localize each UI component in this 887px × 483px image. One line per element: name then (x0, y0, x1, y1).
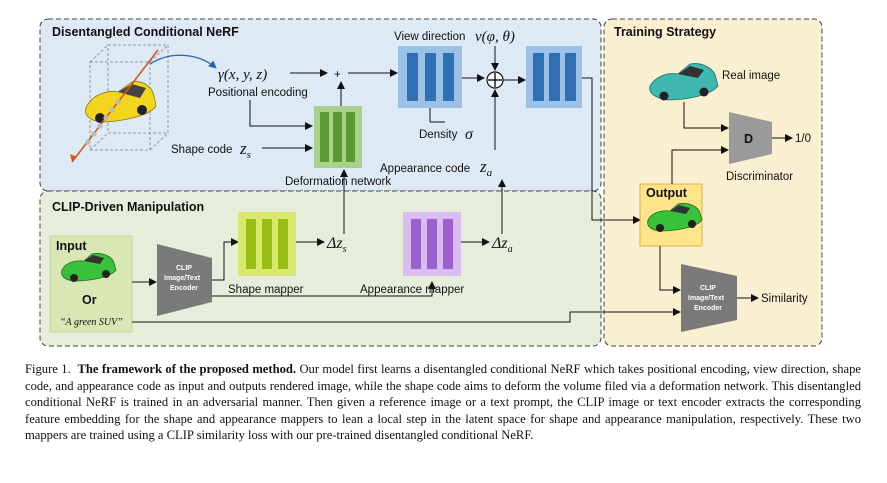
deform-mlp-bar (333, 112, 342, 162)
plus-node: + (334, 69, 341, 81)
car-output-image (647, 203, 703, 232)
density-label: Density (419, 129, 458, 141)
appearance-mapper-label: Appearance mapper (360, 284, 464, 296)
disc-output: 1/0 (795, 133, 811, 145)
car-teal-image (649, 63, 719, 101)
nerf-to-output-arrow (582, 77, 641, 224)
appearance-code-label: Appearance code (380, 163, 470, 175)
enc-to-deform-arrow (249, 100, 313, 130)
ray-to-encoding-arrow (149, 54, 217, 69)
caption-text: Our model first learns a disentangled co… (25, 362, 861, 443)
nerf-mlp-1-bar (407, 53, 418, 101)
clip-encoder-2-text: Image/Text (688, 295, 725, 302)
appearance-mapper-bar (411, 219, 421, 269)
appearance-mapper-bar (427, 219, 437, 269)
input-label: Input (56, 239, 87, 253)
deformation-network-label: Deformation network (285, 176, 391, 188)
figure-caption: Figure 1. The framework of the proposed … (25, 361, 861, 444)
nerf-mlp-2-bar (565, 53, 576, 101)
output-to-clip-encoder-2-arrow (659, 246, 681, 294)
nerf-mlp-2-bar (549, 53, 560, 101)
positional-encoding-label: Positional encoding (208, 87, 308, 99)
shape-code-label: Shape code (171, 144, 232, 156)
framework-diagram: Disentangled Conditional NeRF CLIP-Drive… (39, 18, 823, 347)
delta-zs: Δzs (326, 235, 347, 255)
real-to-disc-arrow (683, 102, 729, 132)
input-box (49, 235, 133, 333)
training-title: Training Strategy (614, 25, 716, 39)
shape-mapper-label: Shape mapper (228, 284, 304, 296)
discriminator-letter: D (744, 132, 753, 146)
discriminator-shape (729, 112, 772, 164)
nerf-mlp-1-bar (425, 53, 436, 101)
shape-mapper-bar (262, 219, 272, 269)
positional-encoding-math: γ(x, y, z) (218, 67, 267, 83)
deform-mlp-bar (346, 112, 355, 162)
deform-mlp-bar (320, 112, 329, 162)
shape-mapper-bar (278, 219, 288, 269)
encoder-to-shape-mapper-arrow (212, 238, 239, 281)
view-direction-math: v(φ, θ) (475, 29, 515, 45)
clip-encoder-1 (157, 244, 212, 316)
similarity-label: Similarity (761, 293, 808, 305)
clip-encoder-2-text: Encoder (694, 305, 722, 312)
training-panel (603, 18, 823, 347)
shape-code-math: zs (239, 139, 251, 161)
clip-encoder-2 (681, 264, 737, 332)
output-to-disc-arrow (671, 146, 729, 184)
discriminator-label: Discriminator (726, 171, 793, 183)
density-math: σ (465, 126, 474, 143)
clip-encoder-1-text: CLIP (176, 265, 192, 272)
output-label: Output (646, 186, 688, 200)
sample-ray (70, 49, 159, 163)
nerf-mlp-1-bar (443, 53, 454, 101)
real-image-label: Real image (722, 70, 780, 82)
or-label: Or (82, 293, 97, 307)
clip-encoder-1-text: Image/Text (164, 275, 201, 282)
car-green-image (61, 253, 117, 282)
clip-title: CLIP-Driven Manipulation (52, 200, 204, 214)
nerf-mlp-2-bar (533, 53, 544, 101)
car-yellow-image (85, 81, 157, 123)
text-prompt: “A green SUV” (60, 317, 123, 328)
caption-bold: The framework of the proposed method. (77, 362, 297, 376)
clip-encoder-1-text: Encoder (170, 285, 198, 292)
clip-encoder-2-text: CLIP (700, 285, 716, 292)
delta-za: Δza (491, 235, 513, 255)
shape-mapper-bar (246, 219, 256, 269)
appearance-code-math: za (479, 157, 493, 179)
appearance-mapper-bar (443, 219, 453, 269)
encoder-to-app-mapper-arrow (212, 281, 436, 297)
caption-prefix: Figure 1. (25, 362, 71, 376)
nerf-title: Disentangled Conditional NeRF (52, 25, 239, 39)
view-direction-label: View direction (394, 31, 465, 43)
prompt-to-clip-encoder-2-arrow (132, 308, 681, 323)
